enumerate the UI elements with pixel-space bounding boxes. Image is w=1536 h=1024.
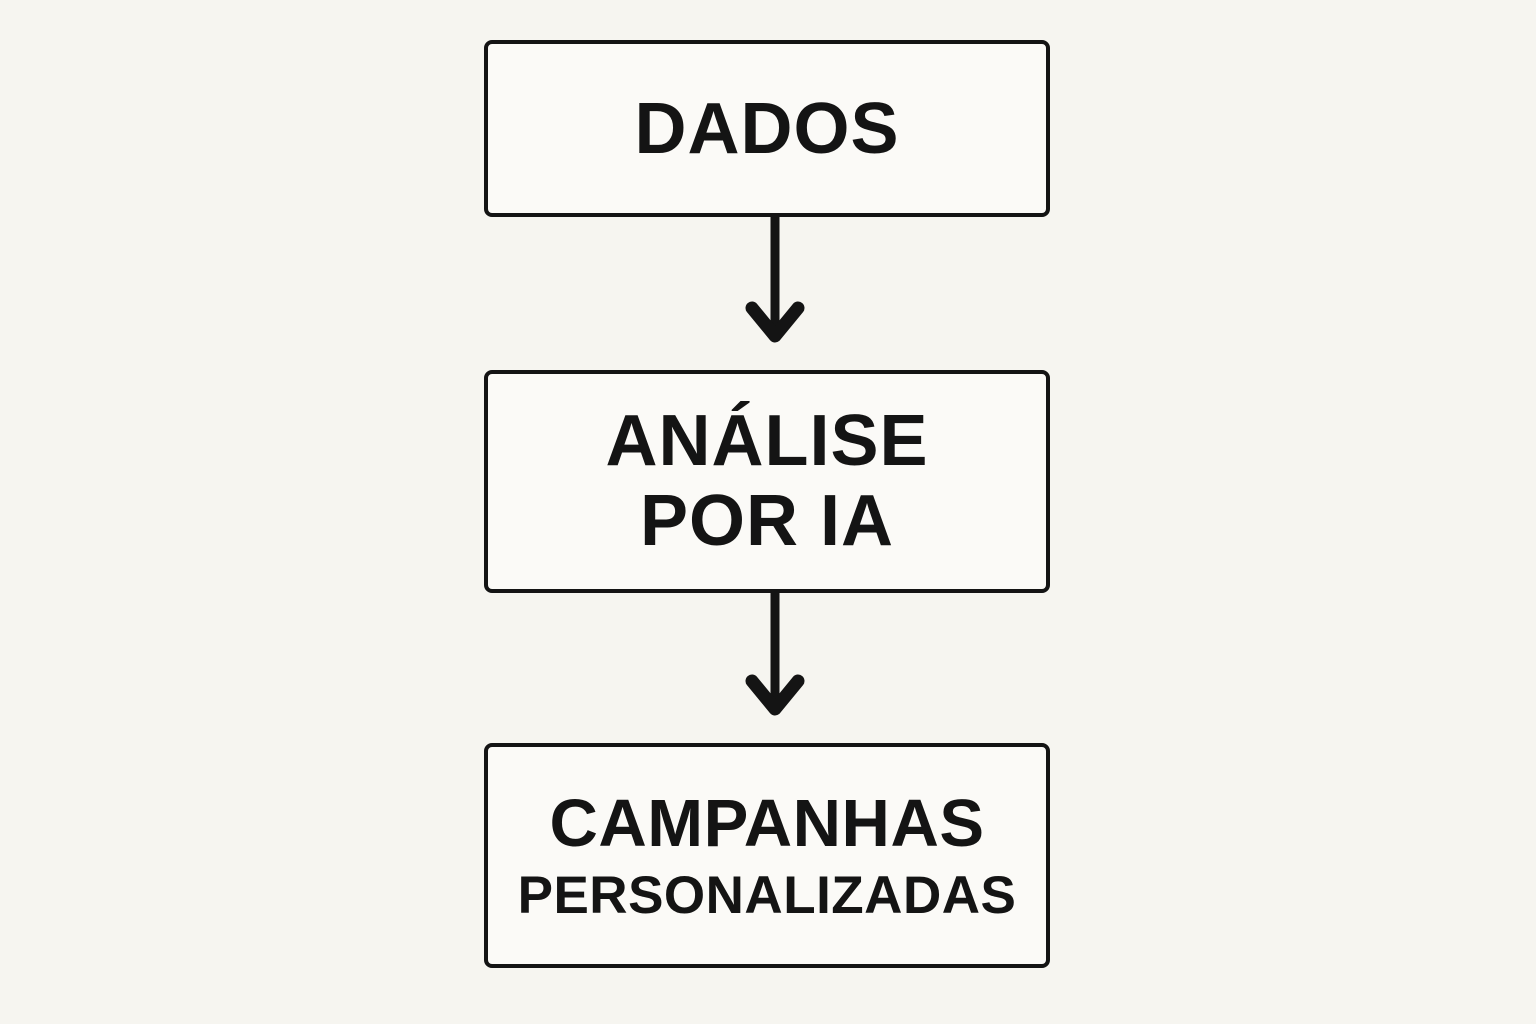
node-campanhas-label-line-1: CAMPANHAS (549, 785, 985, 861)
node-analise-por-ia[interactable]: ANÁLISE POR IA (484, 370, 1050, 593)
node-analise-label-line-2: POR IA (639, 480, 895, 561)
arrow-dados-to-analise (745, 217, 805, 343)
node-analise-label-line-1: ANÁLISE (605, 401, 929, 482)
arrow-analise-to-campanhas (745, 593, 805, 716)
node-campanhas-label-line-2: PERSONALIZADAS (517, 865, 1017, 925)
node-dados-label-line-1: DADOS (634, 88, 900, 169)
node-dados[interactable]: DADOS (484, 40, 1050, 217)
node-campanhas-personalizadas[interactable]: CAMPANHAS PERSONALIZADAS (484, 743, 1050, 968)
